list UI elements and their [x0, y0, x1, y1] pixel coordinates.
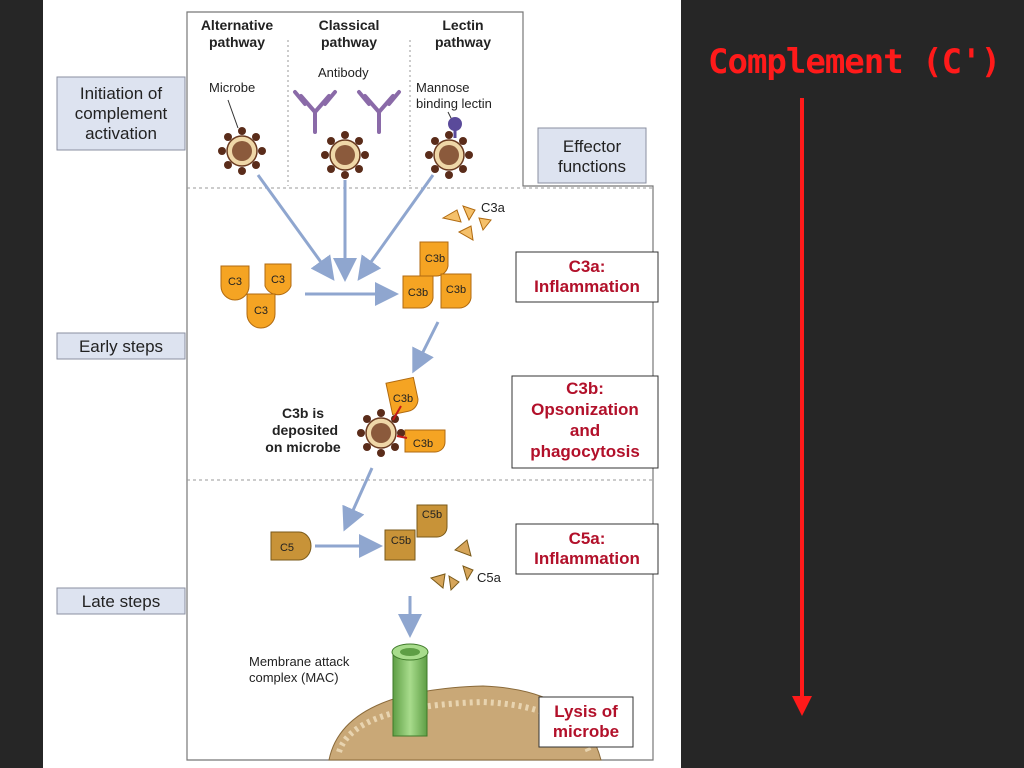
svg-text:C3b: C3b	[413, 438, 433, 450]
microbe-pointer	[227, 99, 239, 129]
svg-text:C5a:Inflammation: C5a:Inflammation	[534, 529, 640, 568]
svg-text:C3b: C3b	[446, 284, 466, 296]
svg-text:C5b: C5b	[391, 535, 411, 547]
antibody-icon	[293, 90, 401, 134]
svg-text:C5: C5	[280, 542, 294, 554]
svg-text:C3b: C3b	[393, 393, 413, 405]
c5b-molecule: C5b	[416, 504, 448, 538]
slide-title: Complement (C')	[708, 42, 1001, 82]
c3b-bond	[396, 435, 408, 439]
mannose-binding-lectin-icon	[448, 117, 462, 138]
late-steps-box: Late steps	[56, 587, 186, 615]
svg-text:C3a:Inflammation: C3a:Inflammation	[534, 257, 640, 296]
antibody-label: Antibody	[318, 65, 369, 80]
c3a-inflammation-box: C3a:Inflammation	[515, 251, 659, 303]
c3-molecule: C3	[246, 293, 276, 329]
c5a-label: C5a	[477, 570, 502, 585]
c3b-bond	[392, 405, 402, 421]
c3b-molecule: C3b	[440, 273, 472, 309]
microbe-label: Microbe	[209, 80, 255, 95]
c3-molecule: C3	[264, 263, 292, 296]
early-steps-box: Early steps	[56, 332, 186, 360]
c3-molecule: C3	[220, 265, 250, 301]
svg-text:C3b: C3b	[408, 287, 428, 299]
flow-arrow	[412, 321, 440, 374]
svg-text:Late steps: Late steps	[82, 592, 160, 611]
flow-arrow	[357, 174, 435, 281]
c3a-label: C3a	[481, 200, 506, 215]
c5a-fragments	[429, 539, 474, 592]
microbe-icon	[425, 131, 473, 179]
svg-text:C3b: C3b	[425, 253, 445, 265]
c5-molecule: C5	[270, 531, 312, 561]
svg-text:Early steps: Early steps	[79, 337, 163, 356]
c5a-inflammation-box: C5a:Inflammation	[515, 523, 659, 575]
microbe-icon	[218, 127, 266, 175]
flow-arrow	[256, 174, 335, 281]
microbe-icon	[321, 131, 369, 179]
svg-text:C3: C3	[254, 305, 268, 317]
c3a-fragments	[441, 205, 492, 241]
svg-text:C3: C3	[228, 276, 242, 288]
c3b-molecule: C3b	[404, 429, 446, 453]
svg-text:C3: C3	[271, 274, 285, 286]
microbe-icon	[357, 409, 405, 457]
membrane-attack-complex-icon	[391, 643, 429, 737]
c5b-molecule: C5b	[384, 529, 416, 561]
c3b-molecule: C3b	[385, 376, 419, 416]
c3b-molecule: C3b	[402, 275, 434, 309]
svg-text:C5b: C5b	[422, 509, 442, 521]
flow-arrow	[342, 467, 374, 532]
diagram-frame	[186, 11, 654, 761]
c3b-molecule: C3b	[419, 241, 449, 277]
